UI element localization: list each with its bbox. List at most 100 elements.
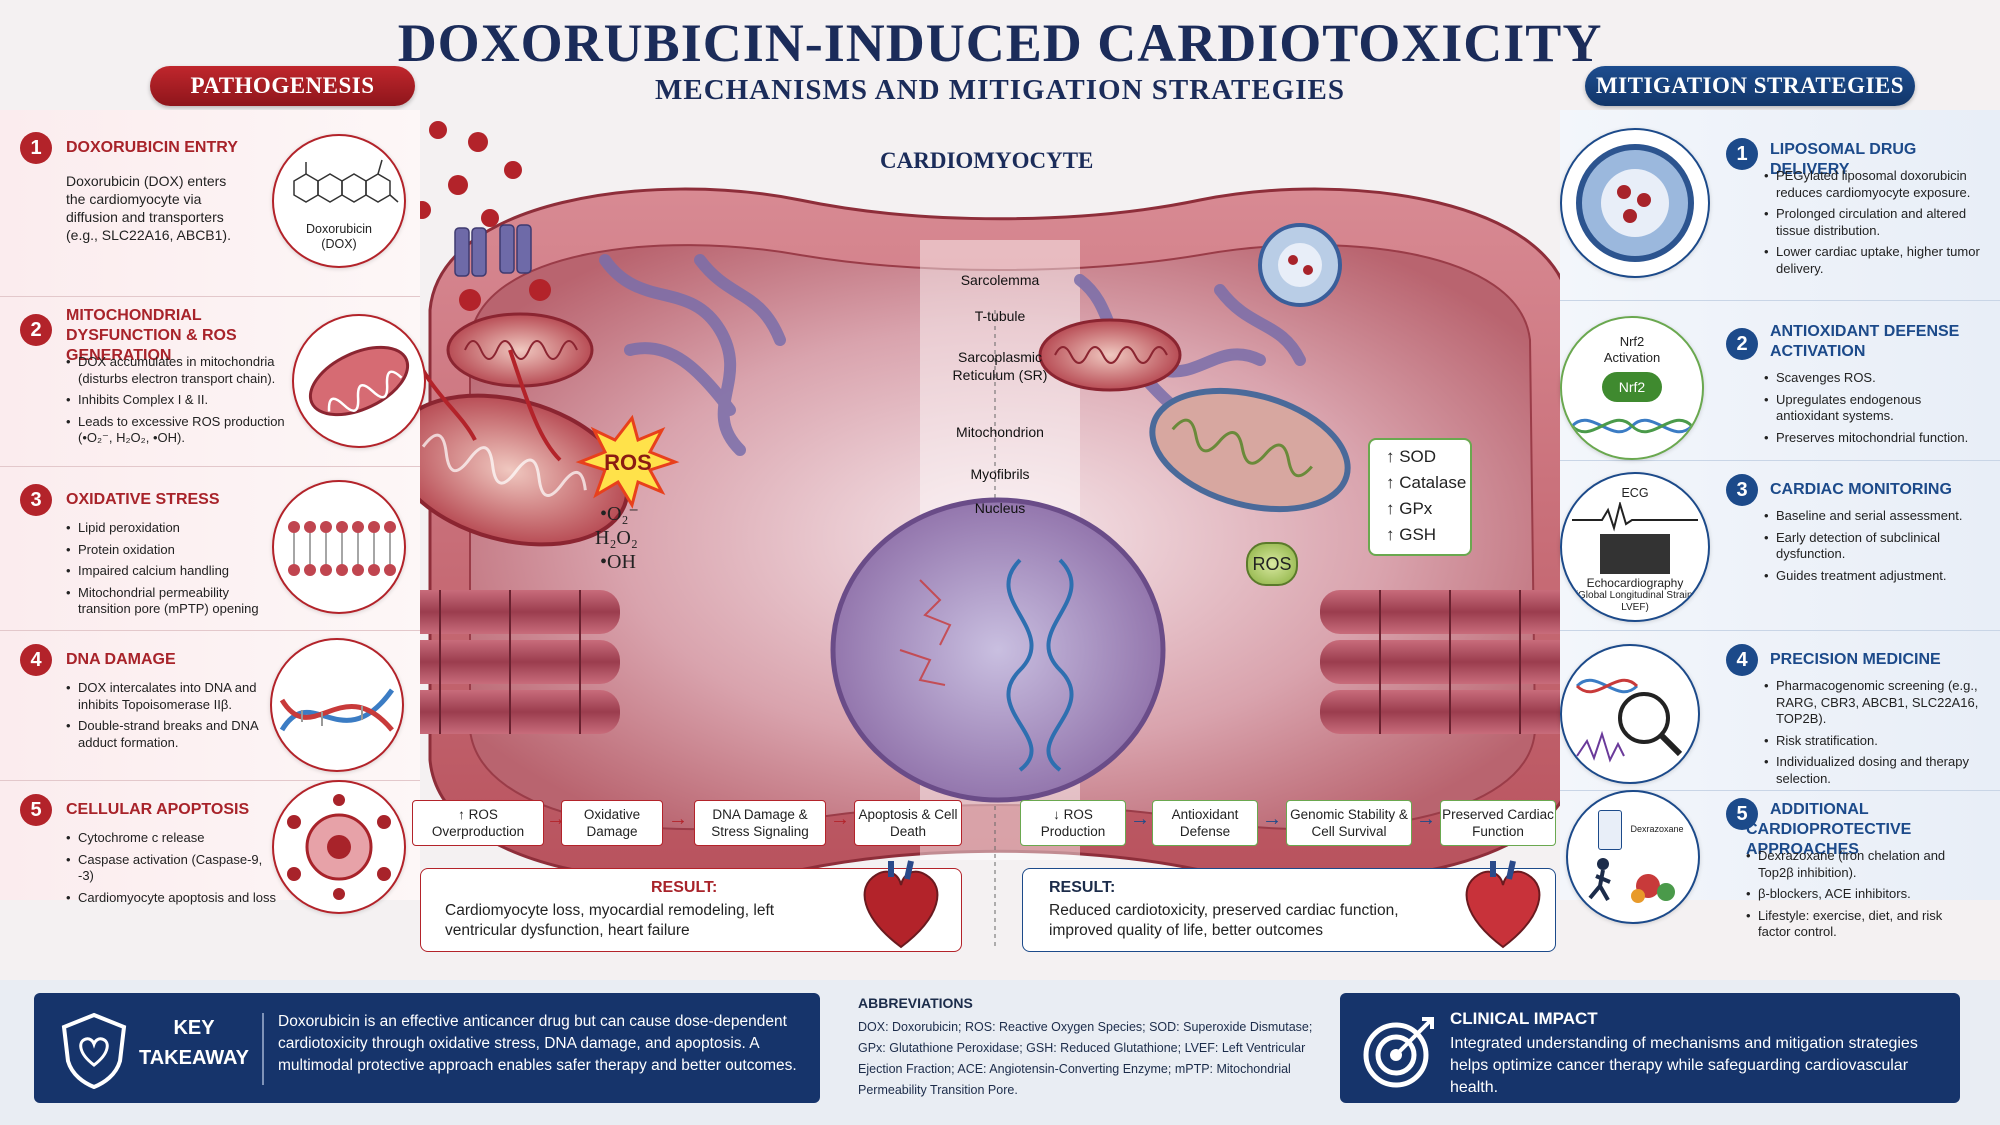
path-list-5: Cytochrome c release Caspase activation … [66,830,276,911]
result-right: RESULT: Reduced cardiotoxicity, preserve… [1022,860,1556,952]
cardiomyocyte-title: CARDIOMYOCYTE [880,148,1094,173]
key-takeaway-text: Doxorubicin is an effective anticancer d… [278,1013,797,1074]
mitigation-pill: MITIGATION STRATEGIES [1585,66,1915,106]
path-number-2: 2 [20,314,52,346]
path-number-1: 1 [20,132,52,164]
path-list-2: DOX accumulates in mitochondria (disturb… [66,354,286,452]
path-list-3: Lipid peroxidation Protein oxidation Imp… [66,520,276,623]
mitigation-panel: 1 LIPOSOMAL DRUG DELIVERY PEGylated lipo… [1560,110,2000,939]
mit-bullet-2-3: Preserves mitochondrial function. [1764,430,1974,447]
ros-species-2: H₂O₂ [595,527,638,549]
nrf2-activation-label: Activation [1603,350,1661,365]
doxorubicin-molecule-icon: Doxorubicin (DOX) [272,134,406,268]
abbreviations-text: DOX: Doxorubicin; ROS: Reactive Oxygen S… [858,1020,1313,1097]
path-bullet-4-2: Double-strand breaks and DNA adduct form… [66,718,266,751]
flow-left-arrow-3: → [830,808,850,830]
mit-bullet-1-3: Lower cardiac uptake, higher tumor deliv… [1764,244,1984,277]
label-myofibrils: Myofibrils [970,466,1030,482]
mit-list-3: Baseline and serial assessment. Early de… [1764,508,1984,589]
ecg-echo-icon: ECG Echocardiography (Global Longitudina… [1560,472,1710,622]
mit-bullet-5-2: β-blockers, ACE inhibitors. [1746,886,1976,903]
result-right-title: RESULT: [1049,879,1116,896]
page-title: DOXORUBICIN-INDUCED CARDIOTOXICITY [397,13,1603,73]
mit-list-5: Dexrazoxane (iron chelation and Top2β in… [1746,848,1976,946]
antioxidant-gsh: ↑ GSH [1386,525,1437,544]
path-section-2: 2 MITOCHONDRIAL DYSFUNCTION & ROS GENERA… [0,296,426,467]
mit-bullet-3-1: Baseline and serial assessment. [1764,508,1984,525]
path-bullet-3-2: Protein oxidation [66,542,276,559]
path-section-4: 4 DNA DAMAGE DOX intercalates into DNA a… [0,630,420,781]
mit-bullet-4-2: Risk stratification. [1764,733,1984,750]
mit-bullet-4-1: Pharmacogenomic screening (e.g., RARG, C… [1764,678,1984,728]
apoptotic-cell-icon [272,780,406,914]
ecg-label: ECG [1621,486,1649,500]
path-bullet-3-3: Impaired calcium handling [66,563,276,580]
path-bullet-5-2: Caspase activation (Caspase-9, -3) [66,852,276,885]
vial-icon [1598,810,1622,850]
antioxidant-catalase: ↑ Catalase [1386,473,1467,492]
mit-bullet-5-1: Dexrazoxane (iron chelation and Top2β in… [1746,848,1976,881]
clinical-impact-box: CLINICAL IMPACT Integrated understanding… [1340,993,1960,1103]
echo-image [1600,534,1670,574]
flow-right-2: Antioxidant Defense [1152,800,1258,846]
path-heading-1: DOXORUBICIN ENTRY [66,139,238,156]
mit-list-1: PEGylated liposomal doxorubicin reduces … [1764,168,1984,282]
target-icon [1363,1017,1434,1088]
mit-bullet-1-1: PEGylated liposomal doxorubicin reduces … [1764,168,1984,201]
mit-bullet-2-2: Upregulates endogenous antioxidant syste… [1764,392,1974,425]
dexrazoxane-label: Dexrazoxane [1630,824,1684,834]
ros-burst-label: ROS [604,450,652,475]
ros-species-1: •O₂⁻ [600,503,639,525]
drug-vial-lifestyle-icon: Dexrazoxane [1566,790,1700,924]
nrf2-badge: Nrf2 [1602,372,1662,402]
mitochondrion-icon [292,314,426,448]
mit-section-4: 4 PRECISION MEDICINE Pharmacogenomic scr… [1560,630,2000,791]
path-heading-4: DNA DAMAGE [66,651,176,668]
mit-number-1: 1 [1726,138,1758,170]
mit-heading-3: CARDIAC MONITORING [1770,481,1952,498]
key-takeaway-title-2: TAKEAWAY [138,1047,250,1069]
ros-scavenged-badge: ROS [1246,542,1298,586]
path-section-3: 3 OXIDATIVE STRESS Lipid peroxidation Pr… [0,466,420,631]
flow-right-arrow-2: → [1262,808,1282,830]
echo-label: Echocardiography [1586,576,1684,590]
mit-heading-4: PRECISION MEDICINE [1770,651,1941,668]
mit-bullet-4-3: Individualized dosing and therapy select… [1764,754,1984,787]
path-list-4: DOX intercalates into DNA and inhibits T… [66,680,266,756]
label-mitochondrion: Mitochondrion [956,424,1044,440]
path-heading-3: OXIDATIVE STRESS [66,491,220,508]
path-section-1: 1 DOXORUBICIN ENTRY Doxorubicin (DOX) en… [0,110,420,297]
flow-left-2: Oxidative Damage [561,800,663,846]
mit-list-2: Scavenges ROS. Upregulates endogenous an… [1764,370,1974,451]
path-section-5: 5 CELLULAR APOPTOSIS Cytochrome c releas… [0,780,420,914]
lipid-bilayer-icon [272,480,406,614]
path-bullet-4-1: DOX intercalates into DNA and inhibits T… [66,680,266,713]
path-number-4: 4 [20,644,52,676]
dna-helix-icon [270,638,404,772]
flow-left-4: Apoptosis & Cell Death [854,800,962,846]
path-bullet-3-1: Lipid peroxidation [66,520,276,537]
result-left: RESULT: Cardiomyocyte loss, myocardial r… [420,860,962,952]
flow-left-1: ↑ ROS Overproduction [412,800,544,846]
cardiomyocyte-illustration: ROS •O₂⁻ H₂O₂ •OH [400,187,1580,950]
key-takeaway-title: KEY TAKEAWAY [134,1013,254,1073]
result-left-title: RESULT: [651,879,718,896]
mit-section-5: Dexrazoxane 5 ADDITIONAL CARDIOPROTECTIV… [1560,790,2000,939]
path-bullet-2-3: Leads to excessive ROS production (•O₂⁻,… [66,414,286,447]
mit-bullet-5-3: Lifestyle: exercise, diet, and risk fact… [1746,908,1976,941]
ros-species-3: •OH [600,551,636,573]
page-subtitle: MECHANISMS AND MITIGATION STRATEGIES [655,74,1345,106]
result-right-text: Reduced cardiotoxicity, preserved cardia… [1049,902,1399,939]
mit-bullet-1-2: Prolonged circulation and altered tissue… [1764,206,1984,239]
pathogenesis-panel: 1 DOXORUBICIN ENTRY Doxorubicin (DOX) en… [0,110,426,914]
key-takeaway-title-1: KEY [173,1017,215,1039]
path-bullet-5-1: Cytochrome c release [66,830,276,847]
heart-icon [863,860,939,949]
clinical-impact-title: CLINICAL IMPACT [1450,1009,1598,1028]
mit-list-4: Pharmacogenomic screening (e.g., RARG, C… [1764,678,1984,792]
mit-section-3: ECG Echocardiography (Global Longitudina… [1560,460,2000,631]
flow-right-arrow-1: → [1130,808,1150,830]
nrf2-dna-icon: Nrf2 Activation Nrf2 [1560,316,1704,460]
label-nucleus: Nucleus [974,500,1026,516]
healthy-heart-icon [1465,860,1541,949]
